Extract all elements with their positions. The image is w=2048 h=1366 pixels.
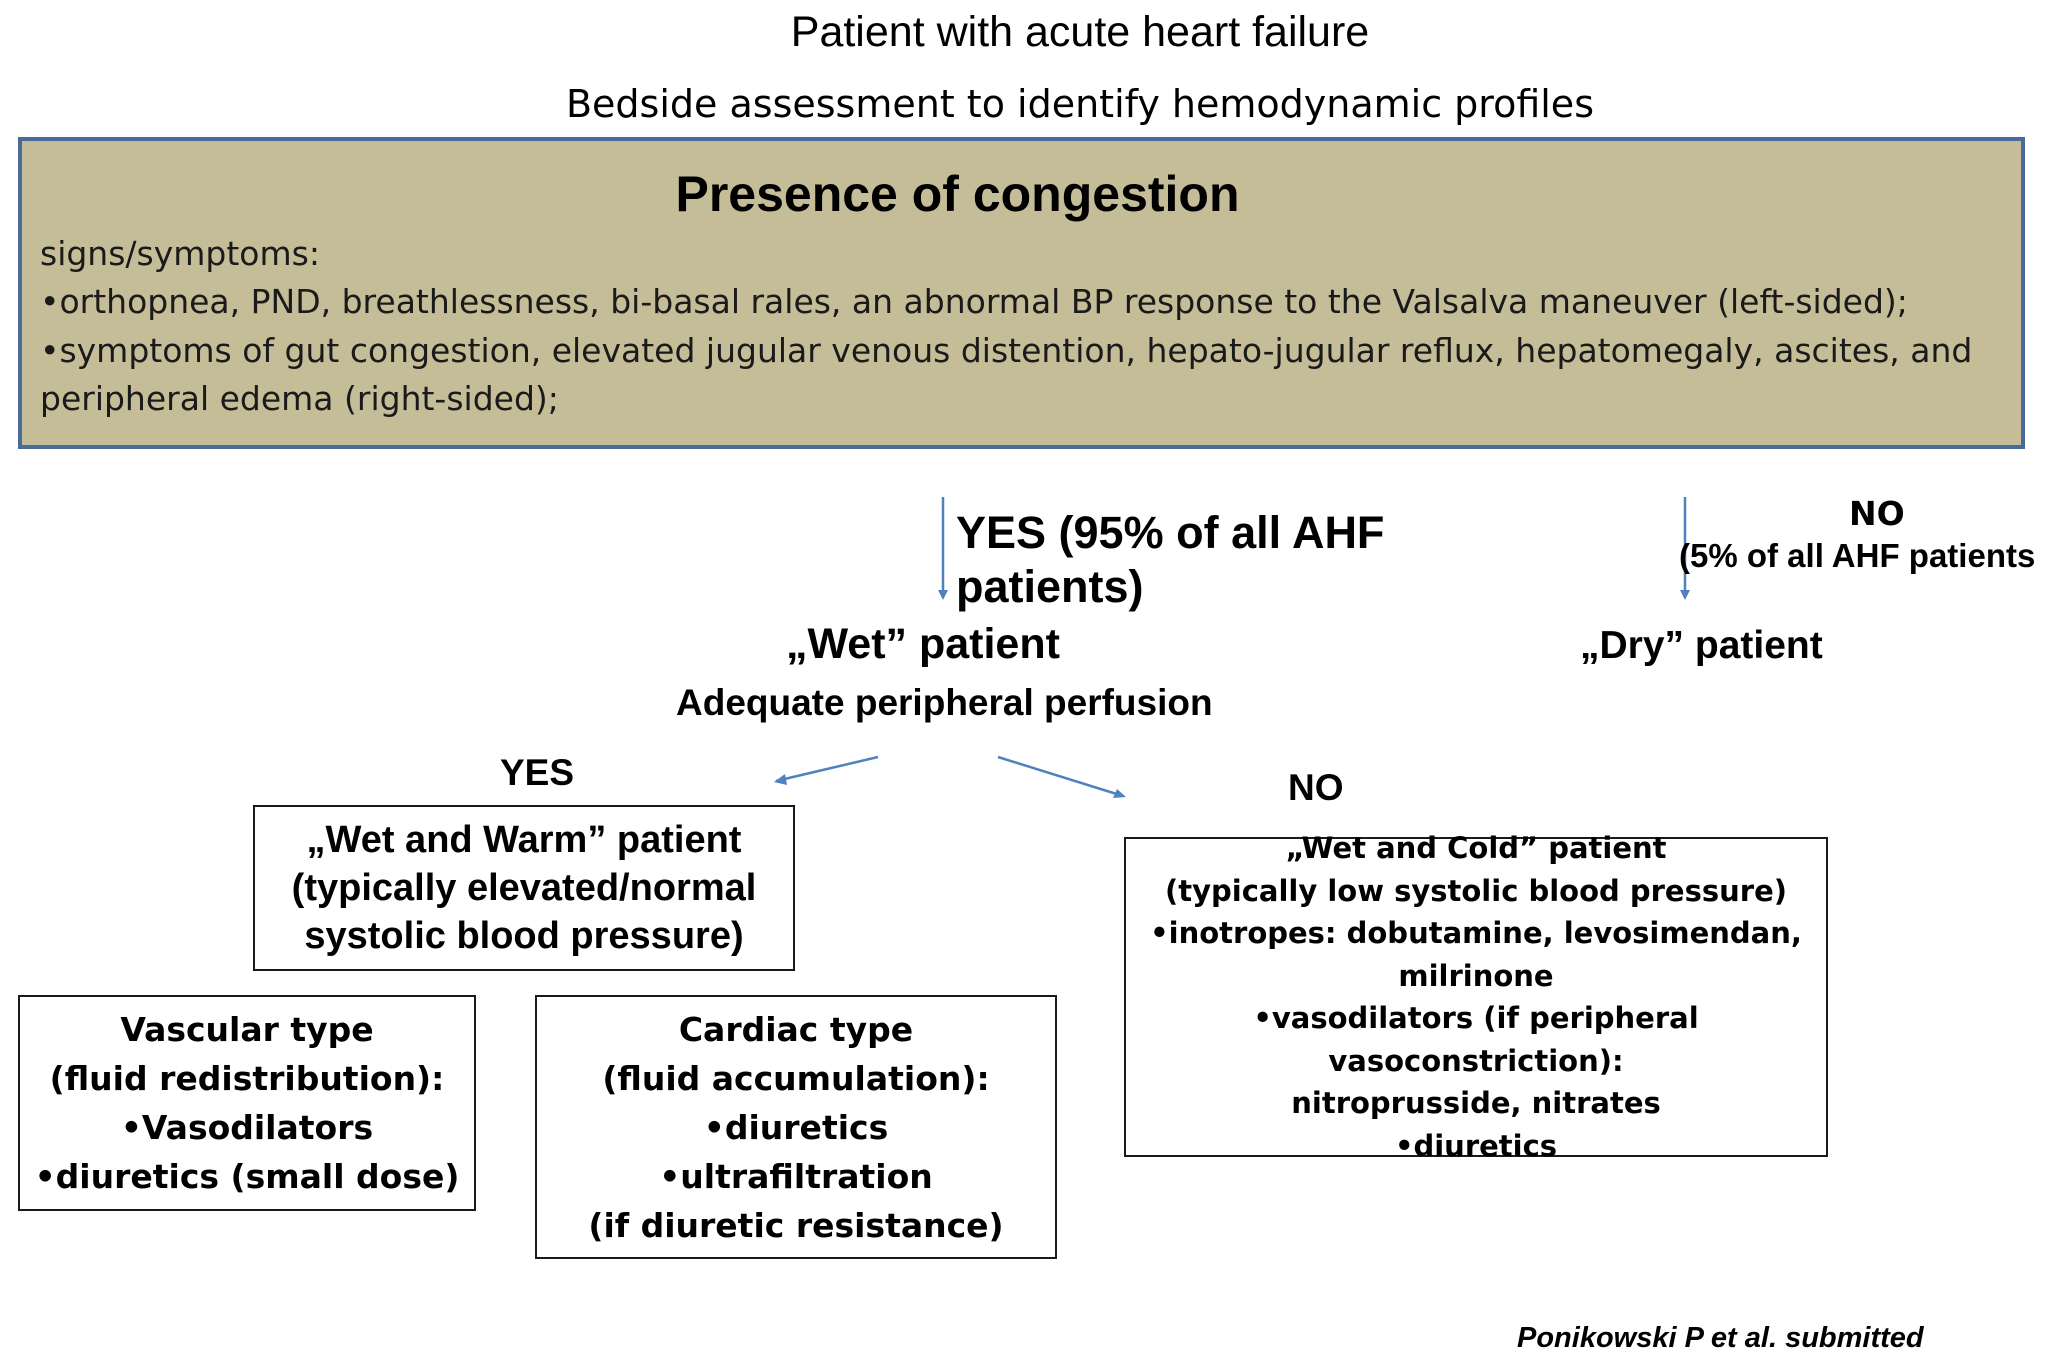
wet-cold-item-inotropes-cont: milrinone [1398,958,1554,993]
cardiac-type-box: Cardiac type (fluid accumulation): •diur… [535,995,1057,1259]
vascular-item-vasodilators: •Vasodilators [120,1108,374,1147]
wet-cold-desc: (typically low systolic blood pressure) [1164,873,1787,908]
wet-cold-item-vasodilators: •vasodilators (if peripheral vasoconstri… [1253,1001,1699,1078]
yes-branch-line1: YES (95% of all AHF [956,507,1385,558]
diagram-title: Patient with acute heart failure [790,8,1370,56]
wet-cold-title: „Wet and Cold” patient [1285,831,1667,865]
vascular-title: Vascular type [120,1010,374,1049]
vascular-desc: (fluid redistribution): [49,1059,445,1098]
cardiac-item-ultrafiltration: •ultrafiltration [659,1156,933,1196]
diagram-subtitle: Bedside assessment to identify hemodynam… [565,82,1594,126]
wet-warm-desc-2: systolic blood pressure) [304,915,744,957]
dry-patient-label: „Dry” patient [1580,624,1823,667]
wet-cold-item-inotropes: •inotropes: dobutamine, levosimendan, [1150,916,1802,950]
no-arrowhead [1680,590,1690,600]
wet-patient-label: „Wet” patient [786,620,1060,668]
perfusion-yes-arrowhead [774,774,787,785]
congestion-intro: signs/symptoms: [40,234,320,273]
wet-cold-item-diuretics: •diuretics [1394,1128,1558,1163]
wet-warm-desc-1: (typically elevated/normal [291,867,757,909]
wet-warm-title: „Wet and Warm” patient [306,819,742,861]
yes-branch-line2: patients) [956,561,1144,612]
wet-cold-box: „Wet and Cold” patient (typically low sy… [1124,831,1828,1163]
perfusion-no-label: NO [1288,767,1344,808]
cardiac-title: Cardiac type [678,1009,914,1049]
congestion-line-left: •orthopnea, PND, breathlessness, bi-basa… [40,282,1908,321]
wet-cold-item-vasodilators-cont: nitroprusside, nitrates [1291,1086,1661,1120]
vascular-item-diuretics: •diuretics (small dose) [34,1157,460,1196]
perfusion-yes-arrow [775,755,879,783]
congestion-panel: Presence of congestion signs/symptoms: •… [18,137,2025,449]
no-branch-line1: NO [1849,494,1905,533]
perfusion-yes-label: YES [500,752,575,793]
cardiac-item-resistance-note: (if diuretic resistance) [588,1205,1004,1245]
cardiac-item-diuretics: •diuretics [703,1107,889,1147]
perfusion-no-arrow [997,755,1124,798]
no-branch-line2: (5% of all AHF patients [1679,537,2036,574]
citation: Ponikowski P et al. submitted [1517,1322,1924,1354]
wet-warm-box: „Wet and Warm” patient (typically elevat… [253,805,795,971]
yes-arrowhead [938,590,948,600]
congestion-line-right-cont: peripheral edema (right-sided); [40,379,559,418]
congestion-heading: Presence of congestion [675,166,1240,222]
cardiac-desc: (fluid accumulation): [602,1058,990,1098]
perfusion-no-arrowhead [1113,789,1126,798]
perfusion-question: Adequate peripheral perfusion [676,682,1213,723]
vascular-type-box: Vascular type (fluid redistribution): •V… [18,995,476,1211]
congestion-line-right: •symptoms of gut congestion, elevated ju… [40,331,1973,370]
